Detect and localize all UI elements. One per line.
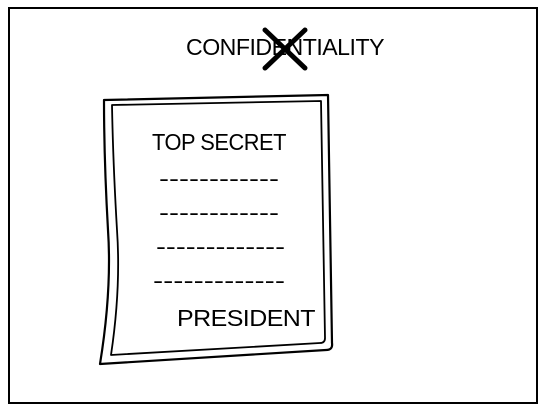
confidentiality-heading: CONFIDENTIALITY [186, 27, 385, 71]
paper-document-icon [98, 93, 334, 366]
illustration-frame [8, 7, 538, 404]
redacted-line: ------------- [153, 268, 285, 293]
redacted-line: ------------- [156, 234, 285, 259]
signature-label: PRESIDENT [177, 305, 315, 331]
cross-out-mark-icon [262, 27, 308, 71]
redacted-line: ------------ [159, 166, 279, 191]
document-title: TOP SECRET [152, 129, 286, 155]
redacted-line: ------------ [159, 200, 279, 225]
